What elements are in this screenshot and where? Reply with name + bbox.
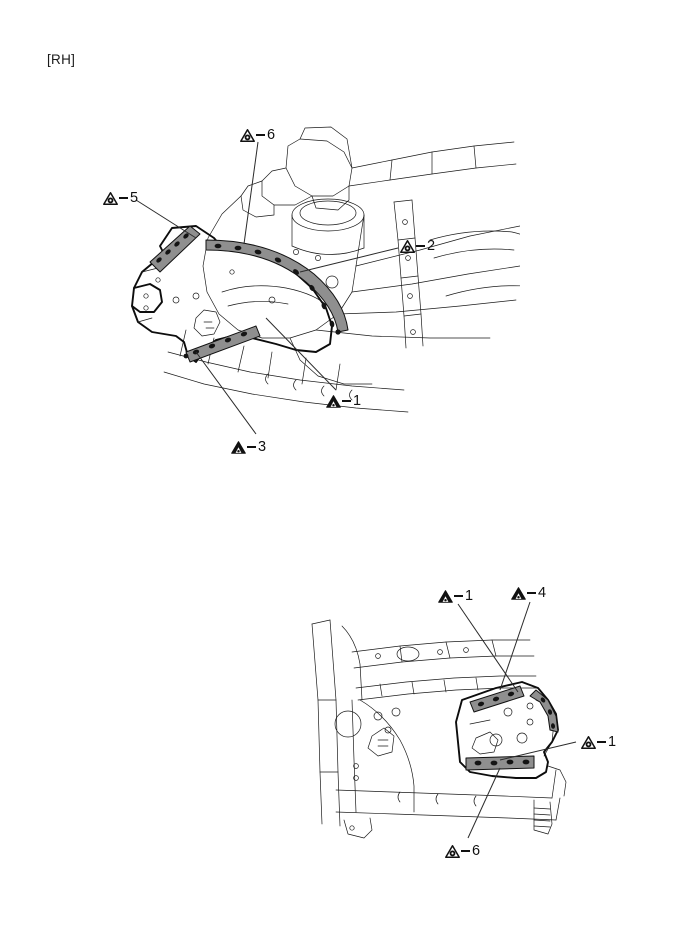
caution-triangle-solid-icon <box>438 589 453 603</box>
callout-upper-3[interactable]: 3 <box>231 440 266 455</box>
callout-number: 1 <box>608 734 617 750</box>
callout-number: 1 <box>353 393 362 409</box>
callout-number: 4 <box>538 585 547 601</box>
callout-lower-1b[interactable]: 1 <box>581 735 616 750</box>
caution-triangle-solid-icon <box>326 394 341 408</box>
callout-number: 6 <box>267 127 276 143</box>
caution-triangle-solid-icon <box>231 440 246 454</box>
callout-number: 1 <box>465 588 474 604</box>
callout-dash <box>342 400 351 403</box>
side-label-rh: [RH] <box>47 52 76 67</box>
callout-upper-5[interactable]: 5 <box>103 191 138 206</box>
callout-number: 2 <box>427 238 436 254</box>
callout-lower-6[interactable]: 6 <box>445 844 480 859</box>
callout-upper-6[interactable]: 6 <box>240 128 275 143</box>
callout-upper-2[interactable]: 2 <box>400 239 435 254</box>
caution-triangle-solid-icon <box>511 586 526 600</box>
callout-dash <box>454 595 463 598</box>
caution-triangle-outline-icon <box>400 239 415 253</box>
callout-lower-1a[interactable]: 1 <box>438 589 473 604</box>
callout-dash <box>527 592 536 595</box>
caution-triangle-outline-icon <box>445 844 460 858</box>
callout-number: 5 <box>130 190 139 206</box>
callout-dash <box>119 197 128 200</box>
callout-dash <box>247 446 256 449</box>
callout-lower-4[interactable]: 4 <box>511 586 546 601</box>
callout-upper-1[interactable]: 1 <box>326 394 361 409</box>
callout-dash <box>461 850 470 853</box>
callout-dash <box>416 245 425 248</box>
callout-number: 6 <box>472 843 481 859</box>
callout-dash <box>256 134 265 137</box>
caution-triangle-outline-icon <box>240 128 255 142</box>
callout-number: 3 <box>258 439 267 455</box>
callout-dash <box>597 741 606 744</box>
caution-triangle-outline-icon <box>581 735 596 749</box>
caution-triangle-outline-icon <box>103 191 118 205</box>
